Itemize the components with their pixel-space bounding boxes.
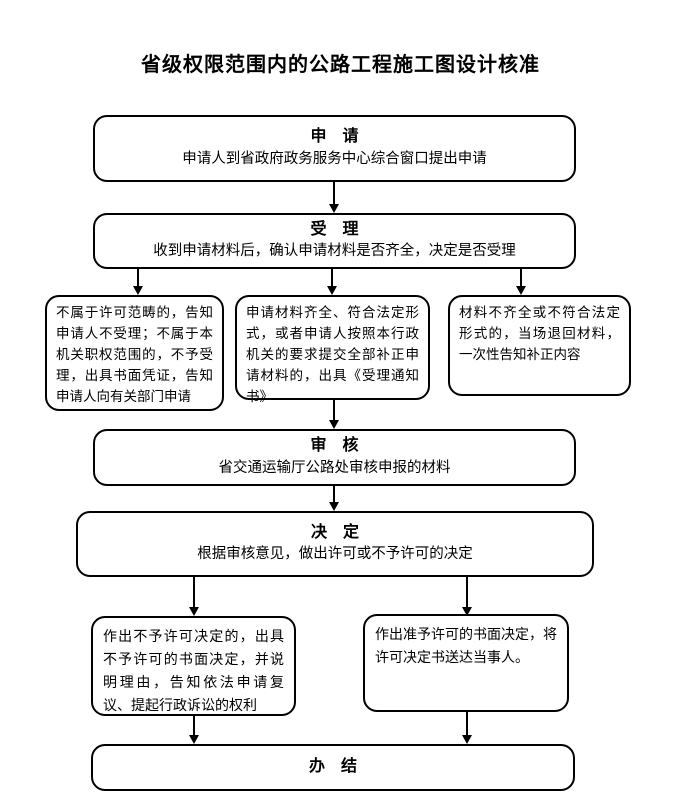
node-branch-not-accepted: 不属于许可范畴的，告知申请人不受理；不属于本机关职权范围的，不予受理，出具书面凭… xyxy=(45,295,224,411)
node-review: 审 核 省交通运输厅公路处审核申报的材料 xyxy=(93,429,576,486)
node-decision-body: 根据审核意见，做出许可或不予许可的决定 xyxy=(197,546,473,563)
arrow-accept-to-accepted xyxy=(327,269,337,295)
node-decision-heading: 决 定 xyxy=(310,523,359,541)
node-grant-body: 作出准予许可的书面决定，将许可决定书送达当事人。 xyxy=(375,628,557,667)
node-deny: 作出不予许可决定的，出具不予许可的书面决定，并说明理由，告知依法申请复议、提起行… xyxy=(91,616,296,716)
node-branch-incomplete: 材料不齐全或不符合法定形式的，当场退回材料，一次性告知补正内容 xyxy=(448,295,631,396)
node-branch-accepted-body: 申请材料齐全、符合法定形式，或者申请人按照本行政机关的要求提交全部补正申请材料的… xyxy=(246,305,419,404)
node-grant: 作出准予许可的书面决定，将许可决定书送达当事人。 xyxy=(363,614,569,712)
node-complete-heading: 办 结 xyxy=(308,758,357,776)
node-deny-body: 作出不予许可决定的，出具不予许可的书面决定，并说明理由，告知依法申请复议、提起行… xyxy=(103,630,284,715)
node-complete: 办 结 xyxy=(91,744,575,791)
arrow-accept-to-not-accepted xyxy=(133,269,143,295)
arrow-grant-to-complete xyxy=(462,712,472,744)
node-apply-body: 申请人到省政府政务服务中心综合窗口提出申请 xyxy=(182,150,487,167)
arrow-apply-to-accept xyxy=(329,182,339,213)
page-title: 省级权限范围内的公路工程施工图设计核准 xyxy=(141,54,540,76)
arrow-accept-to-incomplete xyxy=(516,269,526,295)
node-accept-body: 收到申请材料后，确认申请材料是否齐全，决定是否受理 xyxy=(153,243,516,260)
node-branch-not-accepted-body: 不属于许可范畴的，告知申请人不受理；不属于本机关职权范围的，不予受理，出具书面凭… xyxy=(56,305,213,404)
node-accept: 受 理 收到申请材料后，确认申请材料是否齐全，决定是否受理 xyxy=(93,213,576,269)
node-accept-heading: 受 理 xyxy=(310,220,359,238)
node-apply-heading: 申 请 xyxy=(310,128,359,146)
arrow-decision-to-deny xyxy=(189,577,199,616)
node-apply: 申 请 申请人到省政府政务服务中心综合窗口提出申请 xyxy=(93,115,576,182)
node-branch-accepted: 申请材料齐全、符合法定形式，或者申请人按照本行政机关的要求提交全部补正申请材料的… xyxy=(235,295,430,404)
arrow-decision-to-grant xyxy=(462,577,472,616)
node-decision: 决 定 根据审核意见，做出许可或不予许可的决定 xyxy=(76,511,594,577)
arrow-deny-to-complete xyxy=(189,716,199,744)
node-branch-incomplete-body: 材料不齐全或不符合法定形式的，当场退回材料，一次性告知补正内容 xyxy=(459,305,620,362)
arrow-review-to-decision xyxy=(329,486,339,511)
node-review-body: 省交通运输厅公路处审核申报的材料 xyxy=(218,459,451,476)
arrow-accepted-to-review xyxy=(329,400,339,429)
node-review-heading: 审 核 xyxy=(310,437,359,455)
